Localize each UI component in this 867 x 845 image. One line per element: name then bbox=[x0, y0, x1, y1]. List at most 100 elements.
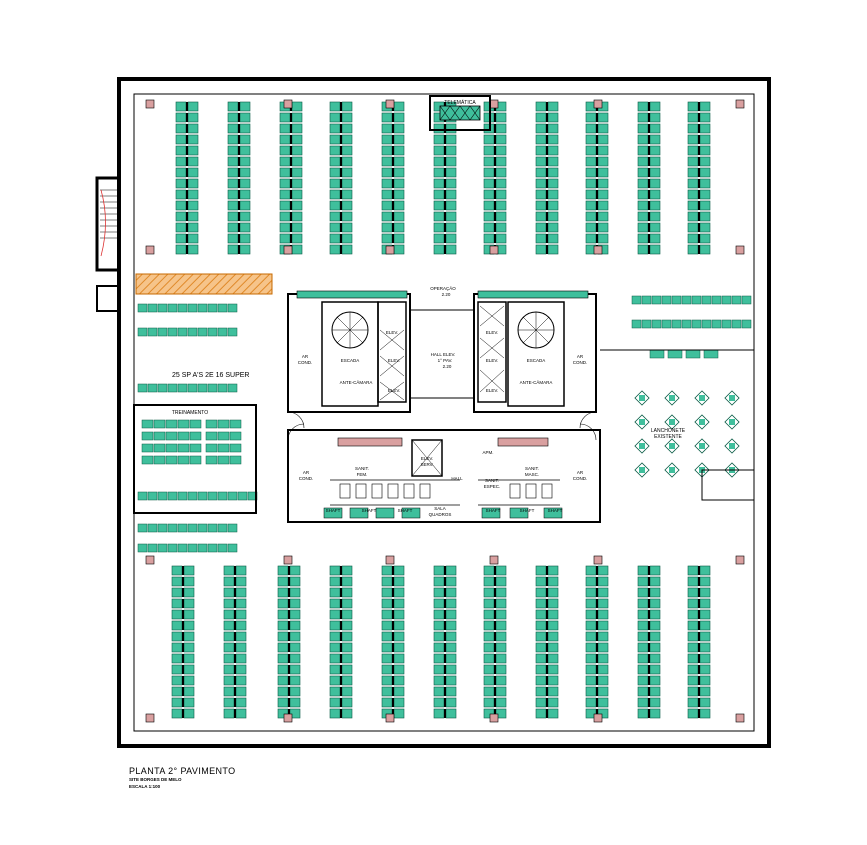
workstation bbox=[671, 319, 682, 329]
workstation bbox=[141, 431, 154, 441]
cafe-table bbox=[669, 443, 675, 449]
workstation bbox=[631, 319, 642, 329]
workstation bbox=[687, 697, 711, 708]
workstation bbox=[433, 620, 457, 631]
workstation bbox=[329, 565, 353, 576]
workstation bbox=[637, 708, 661, 719]
workstation bbox=[585, 576, 609, 587]
workstation bbox=[223, 598, 247, 609]
workstation bbox=[535, 244, 559, 255]
workstation bbox=[227, 112, 251, 123]
workstation bbox=[637, 123, 661, 134]
shaft-label-2: SHAFT bbox=[362, 508, 377, 513]
workstation bbox=[381, 565, 405, 576]
cafe-table bbox=[729, 395, 735, 401]
workstation bbox=[175, 134, 199, 145]
workstation bbox=[153, 455, 166, 465]
workstation bbox=[483, 233, 507, 244]
workstation bbox=[585, 222, 609, 233]
workstation bbox=[637, 686, 661, 697]
workstation bbox=[637, 101, 661, 112]
column bbox=[489, 99, 499, 109]
workstation bbox=[171, 565, 195, 576]
operacao-label: OPERAÇÃO bbox=[430, 285, 456, 291]
workstation bbox=[175, 211, 199, 222]
shaft-label-3: SHAFT bbox=[398, 508, 413, 513]
workstation bbox=[207, 491, 218, 501]
column bbox=[489, 555, 499, 565]
column bbox=[385, 713, 395, 723]
ar-cond-1-b: COND. bbox=[298, 360, 313, 365]
workstation bbox=[171, 664, 195, 675]
column bbox=[283, 713, 293, 723]
workstation bbox=[681, 319, 692, 329]
workstation bbox=[205, 419, 218, 429]
workstation bbox=[223, 642, 247, 653]
operacao-level-label: 2.20 bbox=[442, 292, 451, 297]
workstation bbox=[687, 598, 711, 609]
workstation bbox=[483, 565, 507, 576]
workstation bbox=[637, 134, 661, 145]
workstation bbox=[137, 523, 148, 533]
workstation bbox=[229, 419, 242, 429]
workstation bbox=[585, 653, 609, 664]
workstation bbox=[217, 327, 228, 337]
column bbox=[145, 99, 155, 109]
workstation bbox=[641, 319, 652, 329]
workstation bbox=[175, 156, 199, 167]
workstation bbox=[329, 189, 353, 200]
workstation bbox=[585, 686, 609, 697]
workstation bbox=[687, 609, 711, 620]
workstation bbox=[687, 211, 711, 222]
sanit-espec-a: SANIT. bbox=[485, 478, 499, 483]
workstation bbox=[585, 112, 609, 123]
workstation bbox=[731, 295, 742, 305]
workstation bbox=[701, 295, 712, 305]
workstation bbox=[433, 576, 457, 587]
workstation bbox=[433, 587, 457, 598]
workstation bbox=[157, 303, 168, 313]
workstation bbox=[691, 295, 702, 305]
workstation bbox=[433, 244, 457, 255]
workstation bbox=[279, 189, 303, 200]
column bbox=[735, 245, 745, 255]
workstation bbox=[187, 327, 198, 337]
sanit-fem-a: SANIT. bbox=[355, 466, 369, 471]
workstation bbox=[381, 233, 405, 244]
workstation bbox=[137, 543, 148, 553]
workstation bbox=[157, 383, 168, 393]
workstation bbox=[175, 244, 199, 255]
sanit-fem-b: FEM. bbox=[357, 472, 368, 477]
workstation bbox=[157, 523, 168, 533]
workstation bbox=[687, 675, 711, 686]
workstation bbox=[381, 686, 405, 697]
workstation bbox=[433, 697, 457, 708]
workstation bbox=[207, 327, 218, 337]
workstation bbox=[197, 543, 208, 553]
elev-label-1: ELEV. bbox=[386, 330, 398, 335]
workstation bbox=[217, 443, 230, 453]
workstation bbox=[631, 295, 642, 305]
ar-cond-1-a: AR bbox=[302, 354, 309, 359]
workstation bbox=[171, 598, 195, 609]
workstation bbox=[535, 565, 559, 576]
workstation bbox=[483, 587, 507, 598]
workstation bbox=[433, 598, 457, 609]
workstation bbox=[535, 642, 559, 653]
workstation bbox=[153, 431, 166, 441]
workstation bbox=[687, 587, 711, 598]
workstation bbox=[433, 686, 457, 697]
workstation bbox=[381, 156, 405, 167]
lanchonete-area: LANCHONETE EXISTENTE bbox=[600, 349, 755, 501]
workstation bbox=[585, 200, 609, 211]
training-room: TREINAMENTO bbox=[133, 404, 257, 514]
treinamento-label: TREINAMENTO bbox=[172, 410, 208, 416]
workstation bbox=[687, 123, 711, 134]
workstation bbox=[223, 620, 247, 631]
workstation bbox=[177, 523, 188, 533]
workstation bbox=[167, 523, 178, 533]
workstation bbox=[381, 609, 405, 620]
workstation bbox=[741, 295, 752, 305]
workstation bbox=[187, 491, 198, 501]
workstation bbox=[433, 167, 457, 178]
